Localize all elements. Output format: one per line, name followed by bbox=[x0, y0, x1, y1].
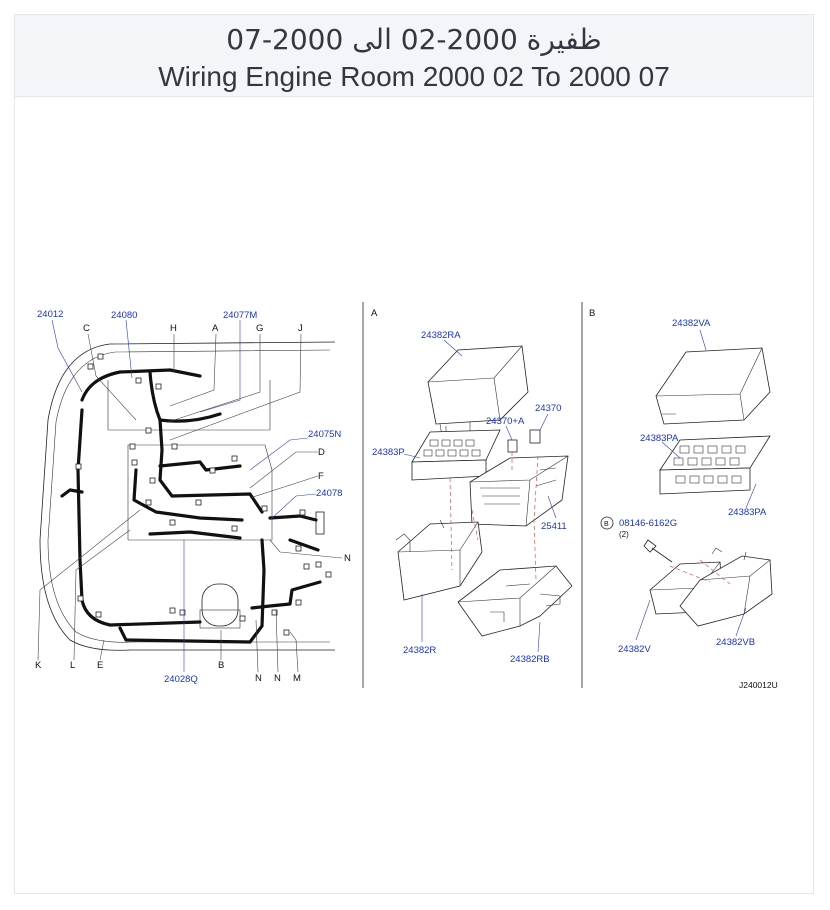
label-24383P: 24383P bbox=[372, 447, 405, 458]
vehicle-outline bbox=[39, 341, 336, 651]
page-header: ظفيرة 2000-02 الى 2000-07 Wiring Engine … bbox=[15, 15, 813, 97]
battery-outline bbox=[201, 583, 239, 627]
label-bolt-qty: (2) bbox=[619, 530, 629, 539]
main-harness-trunk bbox=[76, 408, 202, 627]
label-N-bottom-2: N bbox=[274, 673, 281, 684]
bolt-shank bbox=[651, 547, 673, 563]
branch-harness-1 bbox=[158, 412, 222, 423]
fuse-slots-b bbox=[673, 445, 746, 484]
label-24382VA: 24382VA bbox=[672, 318, 711, 329]
relay-24370A bbox=[507, 439, 518, 453]
label-bolt-ref: B bbox=[604, 521, 609, 528]
label-25411: 25411 bbox=[541, 521, 567, 532]
relay-box-a-exploded-view: A bbox=[371, 308, 573, 665]
cover-24382VA bbox=[655, 347, 771, 425]
label-D: D bbox=[318, 447, 325, 458]
label-24078: 24078 bbox=[316, 488, 342, 499]
relay-box-b-exploded-view: B 2 bbox=[589, 308, 778, 690]
title-arabic: ظفيرة 2000-02 الى 2000-07 bbox=[226, 23, 602, 56]
connector-harness bbox=[268, 514, 318, 522]
label-24077M: 24077M bbox=[223, 310, 257, 321]
label-N-right: N bbox=[344, 553, 351, 564]
label-24382RA: 24382RA bbox=[421, 330, 461, 341]
vehicle-inner-outline bbox=[47, 349, 331, 643]
section-label-b: B bbox=[589, 308, 595, 319]
label-24382VB: 24382VB bbox=[716, 637, 755, 648]
connector-markers bbox=[75, 353, 332, 636]
label-M: M bbox=[293, 673, 301, 684]
label-24382V: 24382V bbox=[618, 644, 651, 655]
cover-24382RA bbox=[427, 345, 529, 425]
assembly-lines-b bbox=[669, 559, 731, 585]
label-24383PA-bottom: 24383PA bbox=[728, 507, 767, 518]
upper-harness bbox=[80, 368, 202, 402]
bracket-24382RB bbox=[457, 565, 573, 637]
label-F: F bbox=[318, 471, 324, 482]
lower-case-24382R bbox=[397, 521, 483, 601]
section-label-a: A bbox=[371, 308, 378, 319]
relay-24370 bbox=[529, 429, 541, 444]
branch-harness-2 bbox=[158, 460, 242, 472]
label-A: A bbox=[212, 323, 219, 334]
connector-box bbox=[315, 511, 325, 535]
label-N-bottom-1: N bbox=[255, 673, 262, 684]
label-L: L bbox=[70, 660, 75, 671]
label-B: B bbox=[218, 660, 224, 671]
engine-block-outline bbox=[107, 380, 273, 541]
label-24370A: 24370+A bbox=[486, 416, 525, 427]
label-J: J bbox=[298, 323, 303, 334]
branch-harness-4 bbox=[148, 530, 242, 540]
label-E: E bbox=[97, 660, 103, 671]
label-24028Q: 24028Q bbox=[164, 674, 198, 685]
label-24383PA-top: 24383PA bbox=[640, 433, 679, 444]
n-harness bbox=[288, 538, 320, 552]
label-24370: 24370 bbox=[535, 403, 561, 414]
label-08146-6162G: 08146-6162G bbox=[619, 518, 677, 529]
figure-code: J240012U bbox=[739, 680, 778, 690]
bracket-24382VB bbox=[679, 555, 773, 627]
label-G: G bbox=[256, 323, 263, 334]
left-stub-harness bbox=[60, 488, 84, 498]
label-24012: 24012 bbox=[37, 309, 63, 320]
assembly-lines-a bbox=[449, 452, 539, 581]
title-english: Wiring Engine Room 2000 02 To 2000 07 bbox=[158, 61, 670, 92]
branch-harness-3 bbox=[132, 468, 244, 522]
label-H: H bbox=[170, 323, 177, 334]
center-harness bbox=[148, 370, 264, 514]
left-leader-lines bbox=[37, 319, 343, 673]
lower-harness bbox=[118, 538, 266, 644]
label-C: C bbox=[83, 323, 90, 334]
label-K: K bbox=[35, 660, 42, 671]
fuse-slots-a bbox=[423, 439, 481, 457]
label-24075N: 24075N bbox=[308, 429, 341, 440]
label-24080: 24080 bbox=[111, 310, 137, 321]
label-24382R: 24382R bbox=[403, 645, 436, 656]
engine-room-harness-view: 24012 24080 24077M C H A G J 24075N D F … bbox=[35, 309, 351, 685]
right-harness bbox=[250, 580, 322, 610]
bolt-reference-circle bbox=[600, 516, 614, 530]
label-24382RB: 24382RB bbox=[510, 654, 550, 665]
bolt-head bbox=[643, 539, 657, 553]
